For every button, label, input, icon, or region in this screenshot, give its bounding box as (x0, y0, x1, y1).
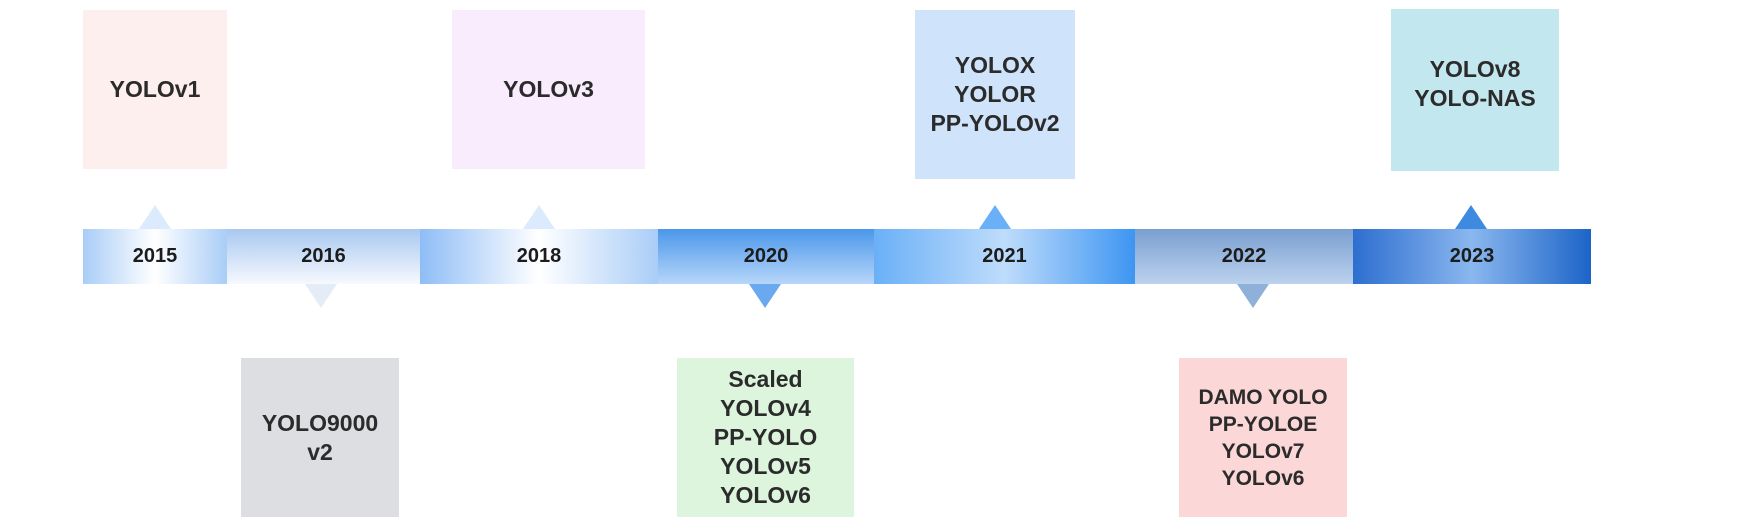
year-label: 2018 (516, 245, 562, 267)
pointer-2016 (305, 284, 337, 308)
pointer-2018 (523, 205, 555, 229)
card-2020: Scaled YOLOv4 PP-YOLO YOLOv5 YOLOv6 (677, 358, 854, 517)
card-line: DAMO YOLO (1198, 385, 1328, 409)
year-segment-2015: 2015 (83, 229, 227, 284)
pointer-2022 (1237, 284, 1269, 308)
card-2022: DAMO YOLO PP-YOLOE YOLOv7 YOLOv6 (1179, 358, 1347, 517)
year-segment-2021: 2021 (874, 229, 1135, 284)
card-line: YOLOR (954, 81, 1036, 107)
card-2023: YOLOv8 YOLO-NAS (1391, 9, 1559, 171)
pointer-2015 (139, 205, 171, 229)
year-label: 2020 (743, 245, 789, 267)
card-line: YOLOv7 (1221, 439, 1305, 463)
card-line: YOLOX (954, 52, 1036, 78)
card-2015: YOLOv1 (83, 10, 227, 169)
year-segment-2022: 2022 (1135, 229, 1353, 284)
year-label: 2016 (301, 245, 346, 267)
year-segment-2016: 2016 (227, 229, 420, 284)
card-2018: YOLOv3 (452, 10, 645, 169)
card-line: YOLO-NAS (1414, 85, 1536, 111)
card-line: YOLOv6 (1221, 466, 1305, 490)
card-line: PP-YOLO (713, 424, 818, 450)
year-segment-2023: 2023 (1353, 229, 1591, 284)
year-label: 2021 (982, 245, 1027, 267)
year-segment-2018: 2018 (420, 229, 658, 284)
card-2021: YOLOX YOLOR PP-YOLOv2 (915, 10, 1075, 179)
pointer-2021 (979, 205, 1011, 229)
year-label: 2022 (1221, 245, 1267, 267)
pointer-2023 (1455, 205, 1487, 229)
card-2016: YOLO9000 v2 (241, 358, 399, 517)
card-line: YOLOv5 (720, 453, 811, 479)
card-line: v2 (307, 438, 333, 465)
card-line: PP-YOLOE (1208, 412, 1318, 436)
year-label: 2015 (132, 245, 178, 267)
card-line: YOLOv1 (109, 76, 201, 102)
card-line: YOLOv8 (1429, 56, 1521, 82)
card-line: YOLO9000 (261, 409, 379, 436)
year-segment-2020: 2020 (658, 229, 874, 284)
card-line: YOLOv6 (720, 482, 811, 508)
pointer-2020 (749, 284, 781, 308)
card-line: YOLOv3 (503, 76, 594, 102)
card-line: Scaled (728, 366, 803, 392)
card-line: PP-YOLOv2 (930, 110, 1060, 136)
card-line: YOLOv4 (720, 395, 811, 421)
year-label: 2023 (1449, 245, 1495, 267)
